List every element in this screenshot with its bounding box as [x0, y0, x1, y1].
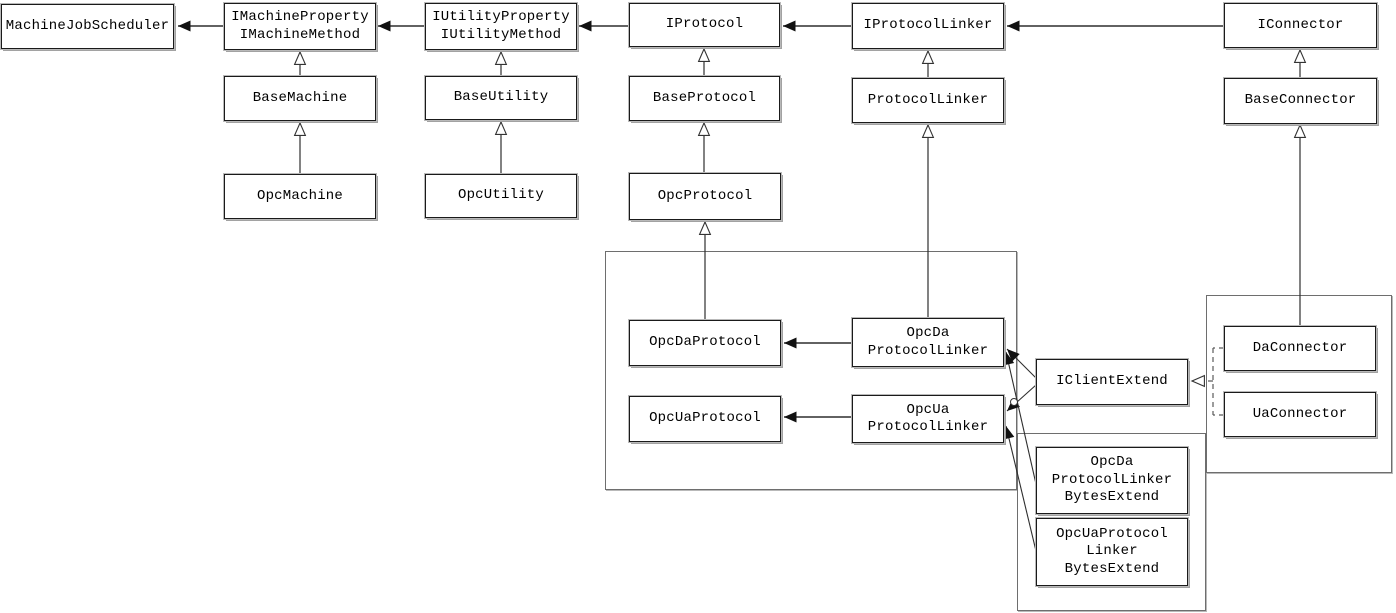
- group-connector: [1206, 295, 1392, 473]
- node-opc-machine: OpcMachine: [224, 174, 376, 219]
- node-base-protocol: BaseProtocol: [629, 76, 780, 121]
- node-i-machine-property-method: IMachineProperty IMachineMethod: [224, 3, 376, 50]
- group-opc-protocol: [605, 251, 1017, 490]
- node-opc-ua-protocol-linker-bytes-extend: OpcUaProtocol Linker BytesExtend: [1036, 518, 1188, 586]
- node-i-utility-property-method: IUtilityProperty IUtilityMethod: [425, 3, 577, 50]
- node-i-protocol-linker: IProtocolLinker: [852, 3, 1004, 49]
- node-protocol-linker: ProtocolLinker: [852, 78, 1004, 123]
- node-opc-ua-protocol: OpcUaProtocol: [629, 396, 781, 442]
- node-opc-da-protocol-linker-bytes-extend: OpcDa ProtocolLinker BytesExtend: [1036, 447, 1188, 514]
- node-opc-ua-protocol-linker: OpcUa ProtocolLinker: [852, 395, 1004, 443]
- node-base-utility: BaseUtility: [425, 76, 577, 120]
- node-base-connector: BaseConnector: [1224, 78, 1377, 124]
- node-opc-protocol: OpcProtocol: [629, 173, 781, 220]
- node-opc-utility: OpcUtility: [425, 174, 577, 218]
- node-i-protocol: IProtocol: [629, 3, 780, 47]
- node-da-connector: DaConnector: [1224, 326, 1376, 371]
- node-ua-connector: UaConnector: [1224, 392, 1376, 437]
- node-machine-job-scheduler: MachineJobScheduler: [1, 4, 174, 49]
- node-i-connector: IConnector: [1224, 3, 1377, 48]
- node-i-client-extend: IClientExtend: [1036, 359, 1188, 405]
- node-opc-da-protocol-linker: OpcDa ProtocolLinker: [852, 318, 1004, 367]
- node-opc-da-protocol: OpcDaProtocol: [629, 320, 781, 366]
- node-base-machine: BaseMachine: [224, 76, 376, 121]
